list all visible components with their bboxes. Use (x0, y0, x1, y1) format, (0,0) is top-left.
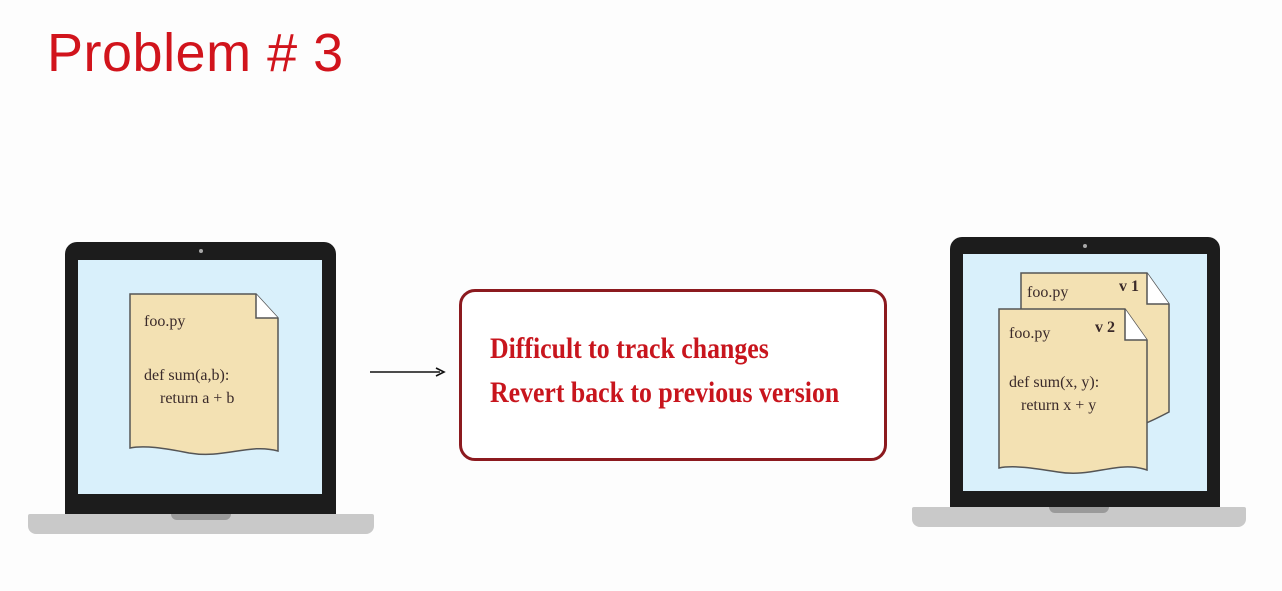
laptop-base (28, 514, 374, 534)
document-v2-icon: foo.py v 2 def sum(x, y): return x + y (998, 308, 1148, 478)
file-name: foo.py (1027, 284, 1069, 301)
file-name: foo.py (144, 313, 186, 330)
code-line-1: def sum(x, y): (1009, 374, 1100, 391)
laptop-screen: foo.py def sum(a,b): return a + b (78, 260, 322, 494)
laptop-notch (171, 514, 231, 520)
arrow-right-icon (370, 367, 446, 377)
file-name: foo.py (1009, 325, 1051, 342)
camera-icon (198, 249, 203, 253)
version-label: v 2 (1095, 319, 1115, 336)
laptop-screen: foo.py v 1 foo.py v 2 def sum(x, y): ret… (963, 254, 1207, 491)
document-icon: foo.py def sum(a,b): return a + b (129, 293, 279, 459)
problem-callout: Difficult to track changes Revert back t… (459, 289, 887, 461)
code-line-2: return a + b (144, 390, 235, 407)
slide-title: Problem # 3 (47, 23, 344, 83)
camera-icon (1083, 244, 1087, 248)
laptop-bezel: foo.py v 1 foo.py v 2 def sum(x, y): ret… (950, 237, 1220, 507)
version-label: v 1 (1119, 278, 1139, 295)
code-line-1: def sum(a,b): (144, 367, 230, 384)
right-laptop-icon: foo.py v 1 foo.py v 2 def sum(x, y): ret… (912, 237, 1246, 531)
laptop-notch (1049, 507, 1109, 513)
callout-line-1: Difficult to track changes (490, 332, 769, 365)
laptop-bezel: foo.py def sum(a,b): return a + b (65, 242, 336, 514)
left-laptop-icon: foo.py def sum(a,b): return a + b (28, 242, 374, 538)
laptop-base (912, 507, 1246, 527)
callout-line-2: Revert back to previous version (490, 376, 840, 409)
code-line-2: return x + y (1009, 397, 1097, 414)
